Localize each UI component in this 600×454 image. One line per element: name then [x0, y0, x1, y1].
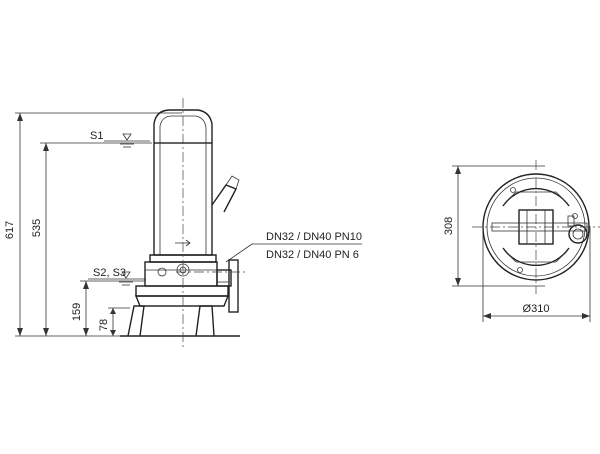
top-view: 308 Ø310 — [443, 160, 600, 322]
level-s1-label: S1 — [90, 130, 103, 142]
water-level-icon — [122, 133, 132, 141]
dim-308-label: 308 — [443, 217, 455, 235]
dim-diameter-label: Ø310 — [523, 303, 550, 315]
flange-label-pn10: DN32 / DN40 PN10 — [266, 231, 362, 243]
dimension-308: 308 — [443, 165, 545, 287]
pump-top-outline — [472, 160, 600, 294]
dimension-78: 78 — [98, 307, 130, 336]
dimension-535: 535 — [31, 142, 152, 336]
level-s2-s3-label: S2, S3 — [93, 267, 126, 279]
dim-535-label: 535 — [31, 219, 43, 237]
flange-callout: DN32 / DN40 PN10 DN32 / DN40 PN 6 — [225, 231, 362, 263]
water-level-icon — [121, 271, 131, 279]
flange-label-pn6: DN32 / DN40 PN 6 — [266, 249, 359, 261]
dim-617-label: 617 — [4, 221, 16, 239]
dim-78-label: 78 — [98, 319, 110, 331]
level-s2-s3: S2, S3 — [88, 267, 146, 286]
dimension-159: 159 — [71, 280, 145, 336]
dim-159-label: 159 — [71, 303, 83, 321]
side-view: 617 535 159 78 S1 — [4, 98, 362, 350]
level-s1: S1 — [90, 130, 150, 148]
dimension-diameter-310: Ø310 — [482, 226, 591, 322]
pump-side-outline — [120, 98, 248, 350]
dimension-617: 617 — [4, 112, 182, 337]
